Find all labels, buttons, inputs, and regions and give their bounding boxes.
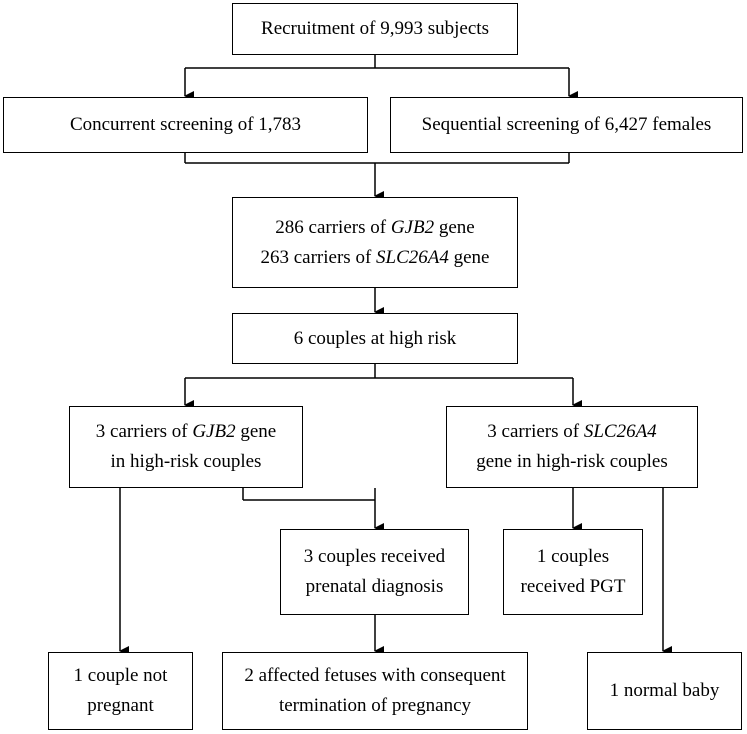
affected-line1: 2 affected fetuses with consequent — [244, 665, 506, 686]
pgt-box: 1 couples received PGT — [503, 529, 643, 615]
concurrent-screening-box: Concurrent screening of 1,783 — [3, 97, 368, 153]
slc26a4-carriers-line: 263 carriers of SLC26A4 gene — [260, 246, 490, 268]
gjb2-couples-line1: 3 carriers of GJB2 gene — [95, 421, 277, 442]
prenatal-diagnosis-box: 3 couples received prenatal diagnosis — [280, 529, 469, 615]
prenatal-line1: 3 couples received — [303, 546, 446, 567]
affected-fetuses-box: 2 affected fetuses with consequent termi… — [222, 652, 528, 730]
slc26a4-couples-line1: 3 carriers of SLC26A4 — [487, 421, 657, 442]
carriers-box: 286 carriers of GJB2 gene 263 carriers o… — [232, 197, 518, 288]
normal-baby-text: 1 normal baby — [609, 680, 720, 701]
sequential-screening-text: Sequential screening of 6,427 females — [421, 114, 712, 135]
gjb2-couples-line2: in high-risk couples — [110, 451, 262, 472]
gjb2-carriers-line: 286 carriers of GJB2 gene — [275, 216, 475, 238]
affected-line2: termination of pregnancy — [278, 695, 472, 716]
concurrent-screening-text: Concurrent screening of 1,783 — [69, 114, 302, 135]
normal-baby-box: 1 normal baby — [587, 652, 742, 730]
not-pregnant-box: 1 couple not pregnant — [48, 652, 193, 730]
high-risk-box: 6 couples at high risk — [232, 313, 518, 364]
slc26a4-couples-line2: gene in high-risk couples — [476, 451, 668, 472]
sequential-screening-box: Sequential screening of 6,427 females — [390, 97, 743, 153]
pgt-line2: received PGT — [520, 576, 626, 597]
recruitment-text: Recruitment of 9,993 subjects — [261, 18, 489, 39]
high-risk-text: 6 couples at high risk — [293, 327, 457, 349]
prenatal-line2: prenatal diagnosis — [305, 576, 444, 597]
gjb2-couples-box: 3 carriers of GJB2 gene in high-risk cou… — [69, 406, 303, 488]
slc26a4-couples-box: 3 carriers of SLC26A4 gene in high-risk … — [446, 406, 698, 488]
not-pregnant-line2: pregnant — [87, 695, 154, 716]
recruitment-box: Recruitment of 9,993 subjects — [232, 3, 518, 55]
not-pregnant-line1: 1 couple not — [73, 665, 168, 686]
pgt-line1: 1 couples — [536, 546, 610, 567]
